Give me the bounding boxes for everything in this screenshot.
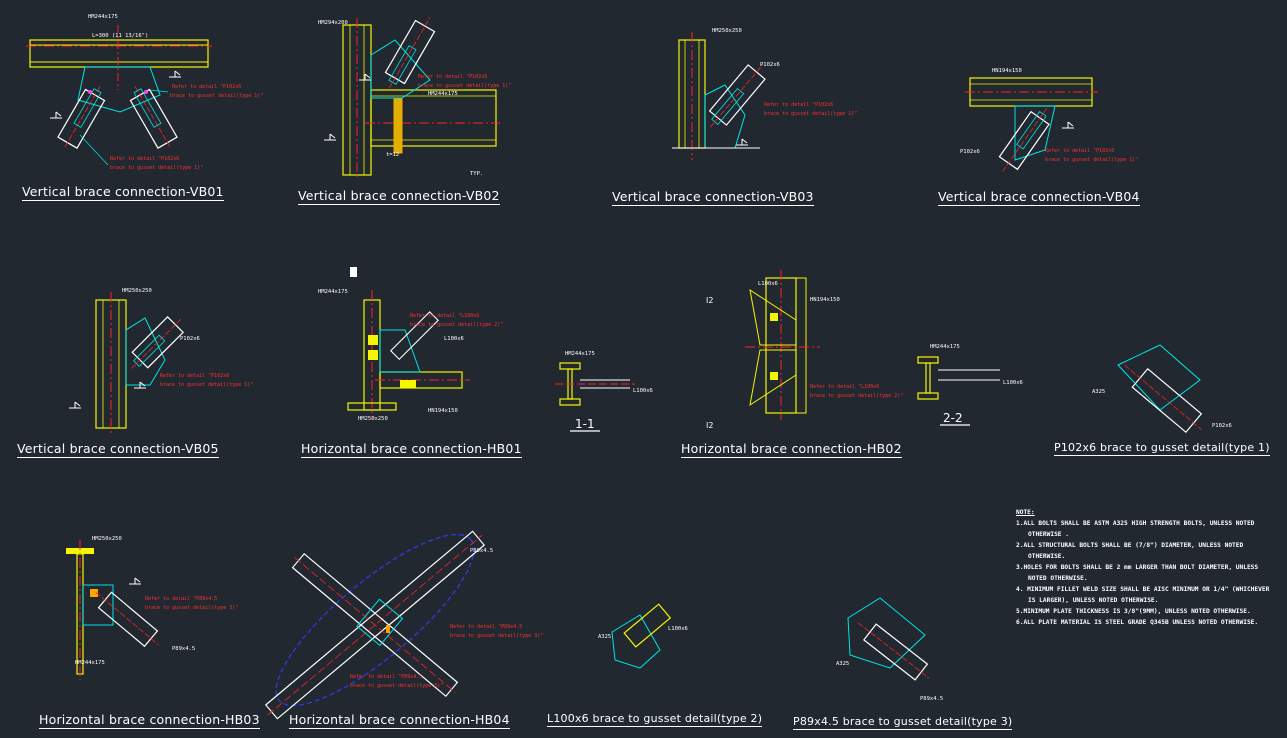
section-mark-1-1: 1-1 [575,417,595,431]
vb01-beam-label: HM244x175 [88,14,118,20]
title-vb05: Vertical brace connection-VB05 [17,441,219,458]
vb01-refer-note-4: brace to gusset detail(type 1)" [110,165,203,171]
detail-hb03: HM250x250 HM244x175 Refer to detail "P89… [66,536,238,680]
p89-brace-label: P89x4.5 [920,696,943,702]
note-line: NOTED OTHERWISE. [1028,575,1088,582]
vb05-brace-label: P102x6 [180,336,200,342]
hb03-beam-label: HM244x175 [75,660,105,666]
p102-bolt-label: A325 [1092,389,1105,395]
p102-brace-label: P102x6 [1212,423,1232,429]
hb04-refer-note-2: brace to gusset detail(type 3)" [450,633,543,639]
title-l100: L100x6 brace to gusset detail(type 2) [547,712,763,727]
hb01-refer-note: Refer to detail "L100x6 [410,313,479,319]
section-mark-2-2: 2-2 [943,411,963,425]
s11-angle-label: L100x6 [633,388,653,394]
detail-hb04: P89x4.5 Refer to detail "P89x4.5 brace t… [264,530,543,720]
hb01-beam-label: HM244x175 [318,289,348,295]
hb03-brace-label: P89x4.5 [172,646,195,652]
note-line: OTHERWISE. [1028,553,1066,560]
hb01-refer-note-2: brace to gusset detail(type 2)" [410,322,503,328]
vb03-column-label: HM250x250 [712,28,742,34]
hb03-column-label: HM250x250 [92,536,122,542]
vb04-refer-note: Refer to detail "P102x6 [1045,148,1114,154]
section-2-2: HM244x175 L100x6 2-2 [917,344,1023,426]
hb02-refer-note-2: brace to gusset detail(type 2)" [810,393,903,399]
note-line: 4. MINIMUM FILLET WELD SIZE SHALL BE AIS… [1016,586,1270,593]
detail-l100-type2: L100x6 A325 [598,603,688,669]
hb04-refer-note-3: Refer to detail "P89x4.5 [350,674,422,680]
title-vb02: Vertical brace connection-VB02 [298,188,500,205]
detail-vb01: HM244x175 L=300 (11 13/16") Refer to det… [26,14,263,171]
title-hb03: Horizontal brace connection-HB03 [39,712,260,729]
vb05-refer-note: Refer to detail "P102x6 [160,373,229,379]
title-hb04: Horizontal brace connection-HB04 [289,712,510,729]
hb02-cut-mark-top: I2 [706,296,713,305]
vb05-refer-note-2: brace to gusset detail(type 1)" [160,382,253,388]
vb02-refer-note-2: brace to gusset detail(type 1)" [418,83,511,89]
vb04-brace-label: P102x6 [960,149,980,155]
title-vb01: Vertical brace connection-VB01 [22,184,224,201]
detail-hb01: HM244x175 Refer to detail "L100x6 brace … [318,267,503,422]
vb01-refer-note-2: brace to gusset detail(type 1)" [170,93,263,99]
vb05-column-label: HM250x250 [122,288,152,294]
s22-beam-label: HM244x175 [930,344,960,350]
note-line: 2.ALL STRUCTURAL BOLTS SHALL BE (7/8") D… [1016,542,1244,549]
hb02-cut-mark-bottom: I2 [706,421,713,430]
note-line: 5.MINIMUM PLATE THICKNESS IS 3/8"(9MM), … [1016,608,1251,615]
title-vb04: Vertical brace connection-VB04 [938,189,1140,206]
hb02-beam-label: HN194x150 [810,297,840,303]
detail-vb03: HM250x250 P102x6 Refer to detail "P102x6… [672,28,857,160]
note-line: 6.ALL PLATE MATERIAL IS STEEL GRADE Q345… [1016,619,1259,626]
detail-p89-type3: P89x4.5 A325 [836,597,943,702]
note-line: 3.HOLES FOR BOLTS SHALL BE 2 mm LARGER T… [1016,564,1259,571]
hb02-angle-label: L100x6 [758,281,778,287]
p89-bolt-label: A325 [836,661,849,667]
s11-beam-label: HM244x175 [565,351,595,357]
detail-vb02: HM294x200 HM244x175 Refer to detail "P10… [318,17,511,180]
title-p89: P89x4.5 brace to gusset detail(type 3) [793,715,1013,730]
notes-title: NOTE: [1016,509,1035,516]
vb04-refer-note-2: brace to gusset detail(type 1)" [1045,157,1138,163]
hb04-refer-note-4: brace to gusset detail(type 3)" [350,683,443,689]
hb01-beam2-label: HN194x150 [428,408,458,414]
vb03-brace-label: P102x6 [760,62,780,68]
note-line: 1.ALL BOLTS SHALL BE ASTM A325 HIGH STRE… [1016,520,1255,527]
note-line: IS LARGER), UNLESS NOTED OTHERWISE. [1028,597,1159,604]
hb04-refer-note: Refer to detail "P89x4.5 [450,624,522,630]
hb04-brace-label: P89x4.5 [470,548,493,554]
general-notes: NOTE: 1.ALL BOLTS SHALL BE ASTM A325 HIG… [1016,507,1281,628]
detail-p102-type1: P102x6 A325 [1092,344,1232,434]
title-hb01: Horizontal brace connection-HB01 [301,441,522,458]
title-p102: P102x6 brace to gusset detail(type 1) [1054,441,1270,456]
detail-vb04: HN194x150 P102x6 Refer to detail "P102x6… [960,68,1138,172]
vb02-refer-note: Refer to detail "P102x6 [418,74,487,80]
vb02-column-label: HM294x200 [318,20,348,26]
section-1-1: HM244x175 L100x6 1-1 [555,351,653,432]
hb01-angle-label: L100x6 [444,336,464,342]
vb02-typ-label: TYP. [470,171,483,177]
vb02-beam-label: HM244x175 [428,91,458,97]
vb04-beam-label: HN194x150 [992,68,1022,74]
title-vb03: Vertical brace connection-VB03 [612,189,814,206]
note-line: OTHERWISE . [1028,531,1069,538]
l100-bolt-label: A325 [598,634,611,640]
detail-vb05: HM250x250 P102x6 Refer to detail "P102x6… [68,288,253,435]
title-hb02: Horizontal brace connection-HB02 [681,441,902,458]
vb03-refer-note-2: brace to gusset detail(type 1)" [764,111,857,117]
vb02-thickness-label: t=12 [386,152,399,158]
hb02-refer-note: Refer to detail "L100x6 [810,384,879,390]
s22-angle-label: L100x6 [1003,380,1023,386]
vb01-refer-note-3: Refer to detail "P102x6 [110,156,179,162]
hb03-refer-note: Refer to detail "P89x4.5 [145,596,217,602]
vb01-length-label: L=300 (11 13/16") [92,33,148,39]
detail-hb02: HN194x150 Refer to detail "L100x6 brace … [706,270,903,430]
hb01-column-label: HM250x250 [358,416,388,422]
l100-angle-label: L100x6 [668,626,688,632]
hb03-refer-note-2: brace to gusset detail(type 3)" [145,605,238,611]
vb01-refer-note: Refer to detail "P102x6 [172,84,241,90]
vb03-refer-note: Refer to detail "P102x6 [764,102,833,108]
